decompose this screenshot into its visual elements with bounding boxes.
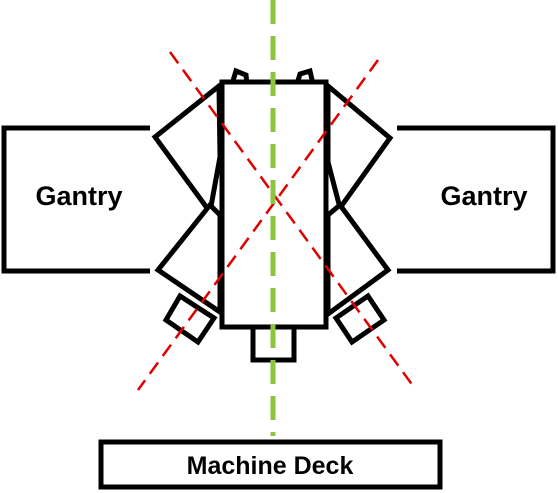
lower-right-arm <box>325 201 392 319</box>
gantry-left-label: Gantry <box>35 181 122 211</box>
small-block-right <box>332 292 388 346</box>
upper-left-arm <box>151 80 223 219</box>
machine-deck-box <box>98 439 443 490</box>
diagonal-line-1 <box>168 51 418 391</box>
machine-deck-label: Machine Deck <box>187 452 354 480</box>
lower-left-arm <box>154 201 223 317</box>
diagonal-line-2 <box>136 59 380 391</box>
gantry-right-label: Gantry <box>440 181 527 211</box>
upper-right-arm <box>325 80 394 214</box>
gantry-right-box <box>397 125 556 274</box>
gantry-left-box <box>1 125 150 274</box>
